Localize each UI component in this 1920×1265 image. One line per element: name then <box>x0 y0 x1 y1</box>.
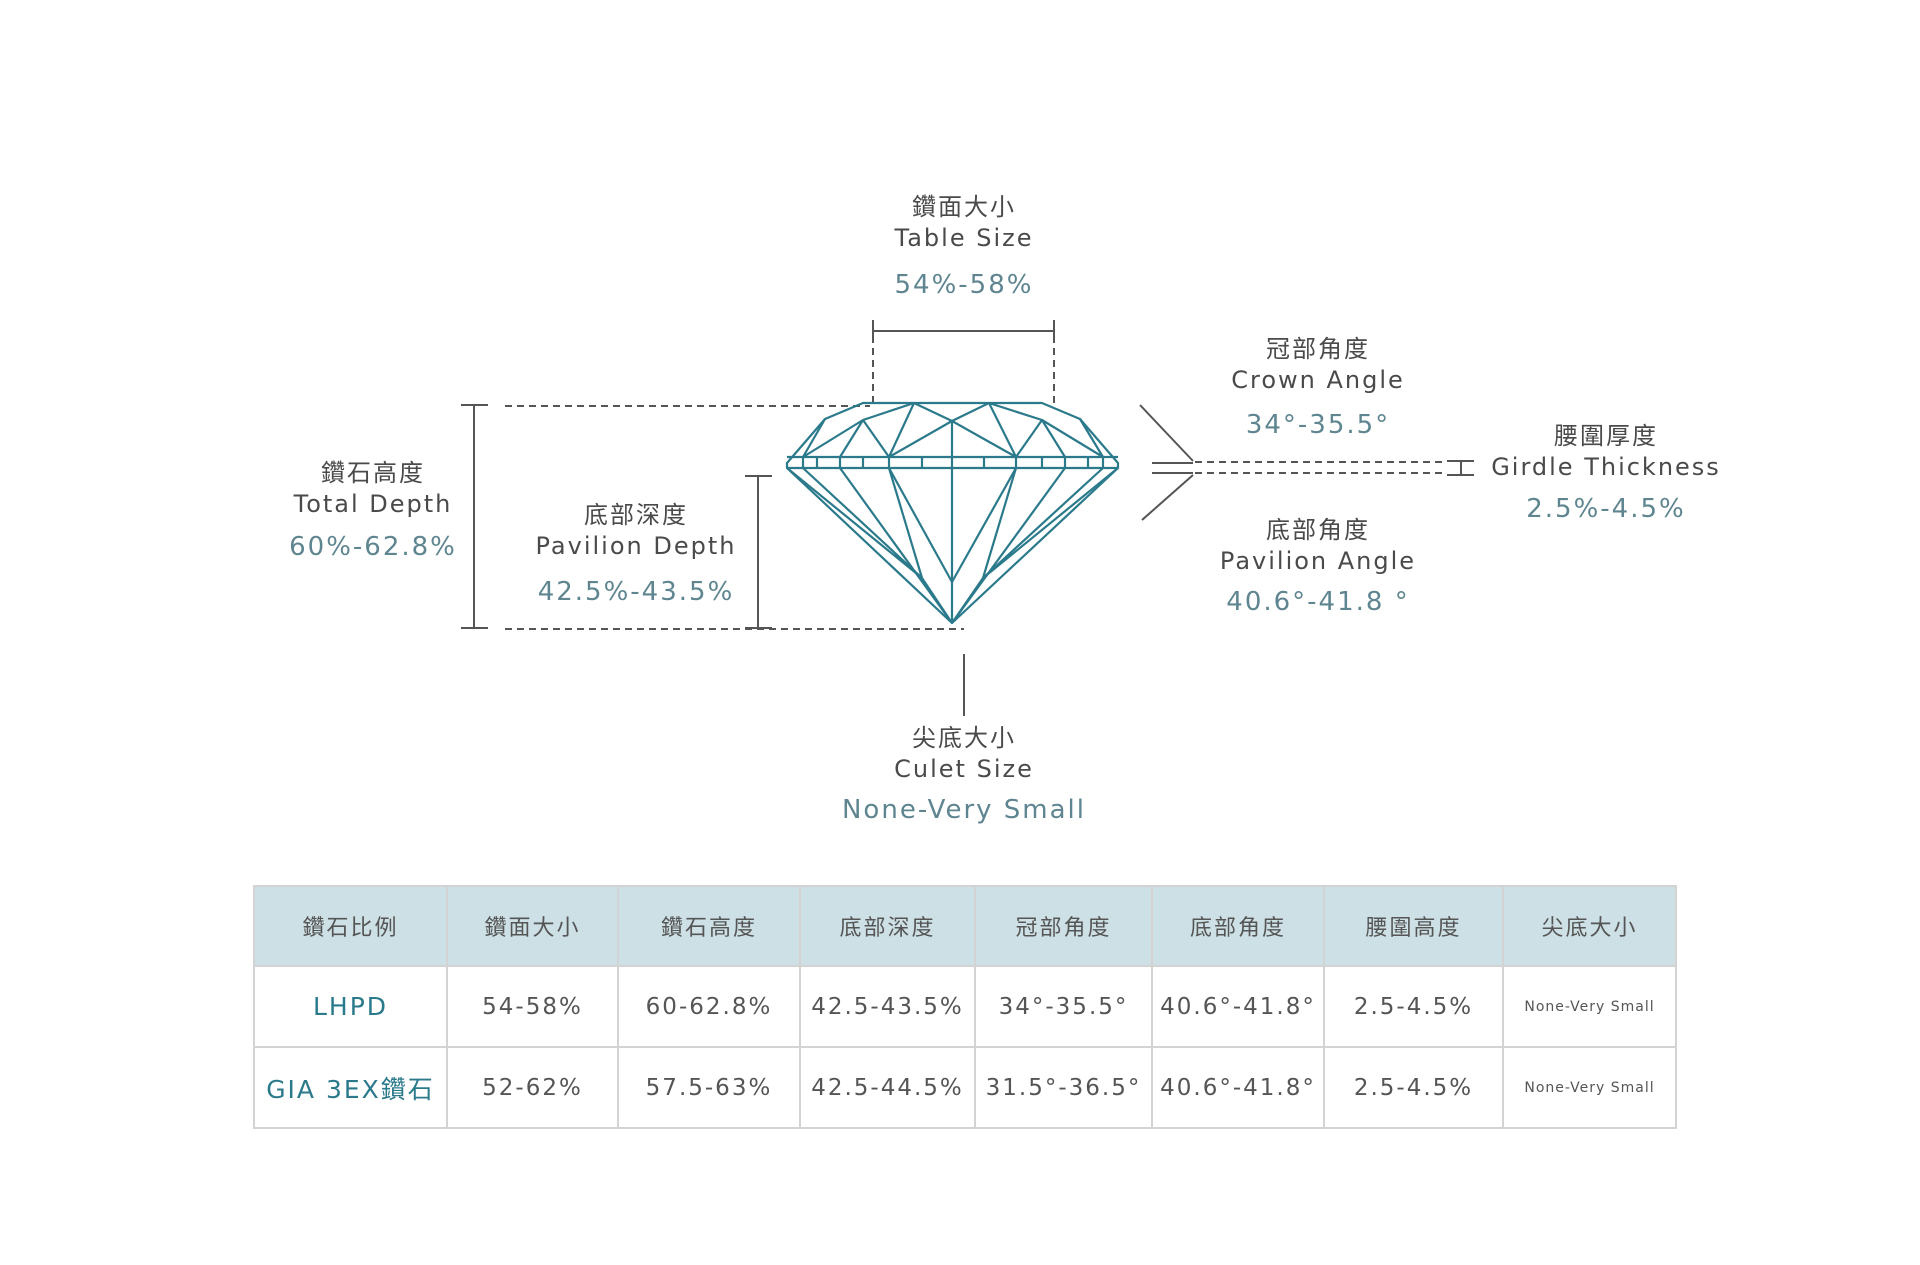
header-cell: 冠部角度 <box>974 885 1153 967</box>
table-cell: None-Very Small <box>1502 1046 1677 1129</box>
table-cell: 54-58% <box>446 965 619 1048</box>
girdle-thickness-zh: 腰圍厚度 <box>1554 422 1658 450</box>
table-cell: 42.5-43.5% <box>799 965 976 1048</box>
table-cell: 60-62.8% <box>617 965 801 1048</box>
row-label: LHPD <box>253 965 448 1048</box>
crown-angle-value: 34°-35.5° <box>1246 410 1390 440</box>
table-cell: 57.5-63% <box>617 1046 801 1129</box>
table-row: LHPD 54-58% 60-62.8% 42.5-43.5% 34°-35.5… <box>253 965 1677 1048</box>
table-cell: 31.5°-36.5° <box>974 1046 1153 1129</box>
pavilion-depth-bracket <box>745 475 772 629</box>
total-depth-zh: 鑽石高度 <box>321 459 425 487</box>
table-header-row: 鑽石比例 鑽面大小 鑽石高度 底部深度 冠部角度 底部角度 腰圍高度 尖底大小 <box>253 885 1677 967</box>
table-cell: 2.5-4.5% <box>1323 1046 1504 1129</box>
table-cell: 40.6°-41.8° <box>1151 1046 1325 1129</box>
table-size-en: Table Size <box>894 224 1034 252</box>
diamond-proportions-diagram: 鑽面大小 Table Size 54%-58% 鑽石高度 Total Depth… <box>289 193 1721 825</box>
culet-size-zh: 尖底大小 <box>912 724 1016 752</box>
pavilion-angle-value: 40.6°-41.8 ° <box>1226 587 1409 617</box>
culet-size-en: Culet Size <box>894 755 1034 783</box>
row-label: GIA 3EX鑽石 <box>253 1046 448 1129</box>
angle-indicators <box>1139 404 1474 521</box>
total-depth-value: 60%-62.8% <box>289 532 457 562</box>
table-cell: 40.6°-41.8° <box>1151 965 1325 1048</box>
header-cell: 腰圍高度 <box>1323 885 1504 967</box>
diamond-icon <box>785 401 1120 625</box>
table-cell: 52-62% <box>446 1046 619 1129</box>
header-cell: 尖底大小 <box>1502 885 1677 967</box>
table-row: GIA 3EX鑽石 52-62% 57.5-63% 42.5-44.5% 31.… <box>253 1046 1677 1129</box>
table-cell: 34°-35.5° <box>974 965 1153 1048</box>
table-size-bracket <box>872 320 1055 404</box>
table-cell: None-Very Small <box>1502 965 1677 1048</box>
header-cell: 鑽石高度 <box>617 885 801 967</box>
proportions-comparison-table: 鑽石比例 鑽面大小 鑽石高度 底部深度 冠部角度 底部角度 腰圍高度 尖底大小 … <box>253 885 1677 1129</box>
table-cell: 42.5-44.5% <box>799 1046 976 1129</box>
pavilion-depth-value: 42.5%-43.5% <box>538 577 735 607</box>
girdle-thickness-en: Girdle Thickness <box>1491 453 1721 481</box>
total-depth-bracket <box>461 404 964 630</box>
crown-angle-en: Crown Angle <box>1231 366 1405 394</box>
table-size-zh: 鑽面大小 <box>912 193 1016 221</box>
pavilion-angle-zh: 底部角度 <box>1266 516 1370 544</box>
pavilion-depth-zh: 底部深度 <box>584 501 688 529</box>
header-cell: 鑽面大小 <box>446 885 619 967</box>
pavilion-angle-en: Pavilion Angle <box>1220 547 1416 575</box>
table-size-value: 54%-58% <box>895 270 1034 300</box>
pavilion-depth-en: Pavilion Depth <box>536 532 737 560</box>
header-cell: 鑽石比例 <box>253 885 448 967</box>
total-depth-en: Total Depth <box>293 490 453 518</box>
culet-size-value: None-Very Small <box>842 795 1086 825</box>
girdle-thickness-value: 2.5%-4.5% <box>1526 494 1686 524</box>
table-cell: 2.5-4.5% <box>1323 965 1504 1048</box>
header-cell: 底部角度 <box>1151 885 1325 967</box>
crown-angle-zh: 冠部角度 <box>1266 335 1370 363</box>
header-cell: 底部深度 <box>799 885 976 967</box>
